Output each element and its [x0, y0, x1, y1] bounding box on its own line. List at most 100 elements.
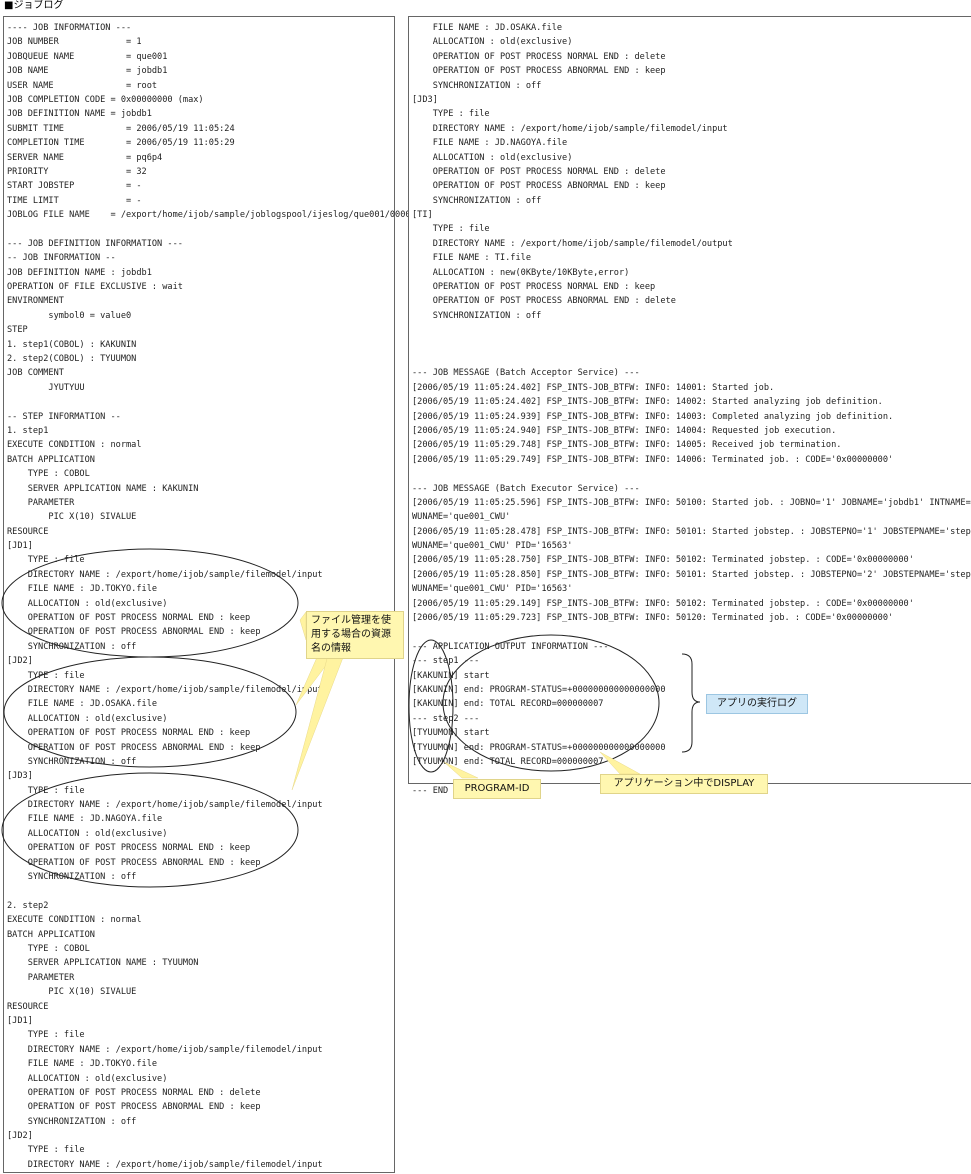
- log-line: SYNCHRONIZATION : off: [412, 310, 542, 321]
- log-line: RESOURCE: [7, 1001, 49, 1012]
- log-line: [2006/05/19 11:05:24.939] FSP_INTS-JOB_B…: [412, 411, 894, 422]
- log-line: SYNCHRONIZATION : off: [7, 756, 137, 767]
- log-line: [TI]: [412, 210, 433, 221]
- log-line: [2006/05/19 11:05:24.402] FSP_INTS-JOB_B…: [412, 397, 883, 408]
- log-line: BATCH APPLICATION: [7, 929, 95, 940]
- log-line: [412, 352, 971, 366]
- log-line: ALLOCATION : old(exclusive): [7, 828, 168, 839]
- log-line: 1. step1: [7, 425, 49, 436]
- log-line: JOB NUMBER = 1: [7, 37, 142, 48]
- log-line: [2006/05/19 11:05:24.402] FSP_INTS-JOB_B…: [412, 382, 775, 393]
- log-line: 1. step1(COBOL) : KAKUNIN: [7, 339, 137, 350]
- log-line: JOB COMPLETION CODE = 0x00000000 (max): [7, 94, 204, 105]
- log-line: SYNCHRONIZATION : off: [412, 195, 542, 206]
- log-line: [KAKUNIN] end: PROGRAM-STATUS=+000000000…: [412, 684, 666, 695]
- log-line: JOB DEFINITION NAME : jobdb1: [7, 267, 152, 278]
- log-line: [412, 338, 971, 352]
- log-line: JOBLOG FILE NAME = /export/home/ijob/sam…: [7, 210, 416, 221]
- log-line: OPERATION OF POST PROCESS NORMAL END : d…: [412, 166, 666, 177]
- log-line: TYPE : file: [7, 785, 85, 796]
- log-line: [7, 395, 416, 409]
- page-title: ■ジョブログ: [4, 0, 64, 11]
- log-line: TYPE : file: [412, 109, 490, 120]
- log-line: ALLOCATION : old(exclusive): [7, 598, 168, 609]
- log-line: SYNCHRONIZATION : off: [7, 1116, 137, 1127]
- callout-file-management: ファイル管理を使用する場合の資源名の情報: [306, 611, 404, 659]
- log-line: --- step1 ---: [412, 656, 480, 667]
- log-line: OPERATION OF POST PROCESS ABNORMAL END :…: [7, 742, 261, 753]
- log-line: PIC X(10) SIVALUE: [7, 987, 137, 998]
- log-line: WUNAME='que001_CWU' PID='16563': [412, 541, 573, 552]
- log-line: [412, 625, 971, 639]
- log-line: FILE NAME : JD.OSAKA.file: [412, 23, 563, 33]
- log-line: DIRECTORY NAME : /export/home/ijob/sampl…: [7, 800, 323, 811]
- log-line: FILE NAME : TI.file: [412, 253, 531, 264]
- log-line: DIRECTORY NAME : /export/home/ijob/sampl…: [7, 1159, 323, 1170]
- log-line: JOB DEFINITION NAME = jobdb1: [7, 109, 152, 120]
- log-line: OPERATION OF POST PROCESS NORMAL END : d…: [412, 51, 666, 62]
- log-line: ALLOCATION : new(0KByte/10KByte,error): [412, 267, 630, 278]
- log-line: [2006/05/19 11:05:29.749] FSP_INTS-JOB_B…: [412, 454, 894, 465]
- log-line: symbol0 = value0: [7, 310, 132, 321]
- log-line: STEP: [7, 325, 28, 336]
- log-line: FILE NAME : JD.TOKYO.file: [7, 1059, 158, 1070]
- log-line: ALLOCATION : old(exclusive): [7, 1073, 168, 1084]
- log-line: OPERATION OF POST PROCESS ABNORMAL END :…: [412, 181, 666, 192]
- log-line: DIRECTORY NAME : /export/home/ijob/sampl…: [412, 238, 733, 249]
- log-line: JYUTYUU: [7, 382, 85, 393]
- log-line: [2006/05/19 11:05:28.850] FSP_INTS-JOB_B…: [412, 569, 971, 580]
- log-line: -- STEP INFORMATION --: [7, 411, 121, 422]
- log-line: SYNCHRONIZATION : off: [412, 80, 542, 91]
- log-line: OPERATION OF POST PROCESS ABNORMAL END :…: [7, 1102, 261, 1113]
- log-line: DIRECTORY NAME : /export/home/ijob/sampl…: [412, 123, 728, 134]
- log-line: [412, 323, 971, 337]
- log-line: EXECUTE CONDITION : normal: [7, 915, 142, 926]
- log-line: TYPE : COBOL: [7, 469, 90, 480]
- log-line: [7, 884, 416, 898]
- log-line: [KAKUNIN] start: [412, 670, 490, 681]
- log-line: OPERATION OF POST PROCESS NORMAL END : k…: [412, 282, 656, 293]
- log-line: [2006/05/19 11:05:28.750] FSP_INTS-JOB_B…: [412, 555, 914, 566]
- log-line: SERVER APPLICATION NAME : TYUUMON: [7, 958, 199, 969]
- log-line: ENVIRONMENT: [7, 296, 64, 307]
- log-line: OPERATION OF POST PROCESS NORMAL END : k…: [7, 728, 251, 739]
- log-line: [JD1]: [7, 1015, 33, 1026]
- log-line: TIME LIMIT = -: [7, 195, 142, 206]
- log-line: FILE NAME : JD.OSAKA.file: [7, 699, 158, 710]
- log-line: ---- JOB INFORMATION ---: [7, 23, 132, 33]
- log-line: 2. step2: [7, 900, 49, 911]
- job-log-panel-right: FILE NAME : JD.OSAKA.file ALLOCATION : o…: [408, 16, 971, 796]
- log-line: -- JOB INFORMATION --: [7, 253, 116, 264]
- log-line: SUBMIT TIME = 2006/05/19 11:05:24: [7, 123, 235, 134]
- log-line: EXECUTE CONDITION : normal: [7, 440, 142, 451]
- log-line: [2006/05/19 11:05:29.723] FSP_INTS-JOB_B…: [412, 613, 894, 624]
- log-line: --- JOB DEFINITION INFORMATION ---: [7, 238, 183, 249]
- log-line: [2006/05/19 11:05:24.940] FSP_INTS-JOB_B…: [412, 425, 837, 436]
- log-line: OPERATION OF POST PROCESS NORMAL END : d…: [7, 1087, 261, 1098]
- log-line: DIRECTORY NAME : /export/home/ijob/sampl…: [7, 1044, 323, 1055]
- log-line: [2006/05/19 11:05:29.748] FSP_INTS-JOB_B…: [412, 440, 842, 451]
- log-line: JOB COMMENT: [7, 368, 64, 379]
- log-line: START JOBSTEP = -: [7, 181, 142, 192]
- log-line: JOBQUEUE NAME = que001: [7, 51, 168, 62]
- log-line: [2006/05/19 11:05:28.478] FSP_INTS-JOB_B…: [412, 526, 971, 537]
- log-line: PIC X(10) SIVALUE: [7, 512, 137, 523]
- log-line: TYPE : file: [7, 555, 85, 566]
- log-line: PRIORITY = 32: [7, 166, 147, 177]
- log-line: [JD2]: [7, 1131, 33, 1142]
- log-line: DIRECTORY NAME : /export/home/ijob/sampl…: [7, 684, 323, 695]
- callout-app-log: アプリの実行ログ: [706, 694, 808, 714]
- log-line: [TYUUMON] start: [412, 728, 490, 739]
- job-log-lines-right: FILE NAME : JD.OSAKA.file ALLOCATION : o…: [412, 21, 971, 798]
- log-line: ALLOCATION : old(exclusive): [412, 152, 573, 163]
- log-line: OPERATION OF POST PROCESS NORMAL END : k…: [7, 843, 251, 854]
- log-line: USER NAME = root: [7, 80, 158, 91]
- log-line: DIRECTORY NAME : /export/home/ijob/sampl…: [7, 569, 323, 580]
- log-line: [TYUUMON] end: TOTAL RECORD=000000007: [412, 756, 604, 767]
- log-line: [2006/05/19 11:05:25.596] FSP_INTS-JOB_B…: [412, 497, 971, 508]
- log-line: OPERATION OF FILE EXCLUSIVE : wait: [7, 282, 183, 293]
- log-line: OPERATION OF POST PROCESS ABNORMAL END :…: [7, 857, 261, 868]
- log-line: --- step2 ---: [412, 713, 480, 724]
- callout-display: アプリケーション中でDISPLAY: [600, 774, 768, 794]
- log-line: JOB NAME = jobdb1: [7, 66, 168, 77]
